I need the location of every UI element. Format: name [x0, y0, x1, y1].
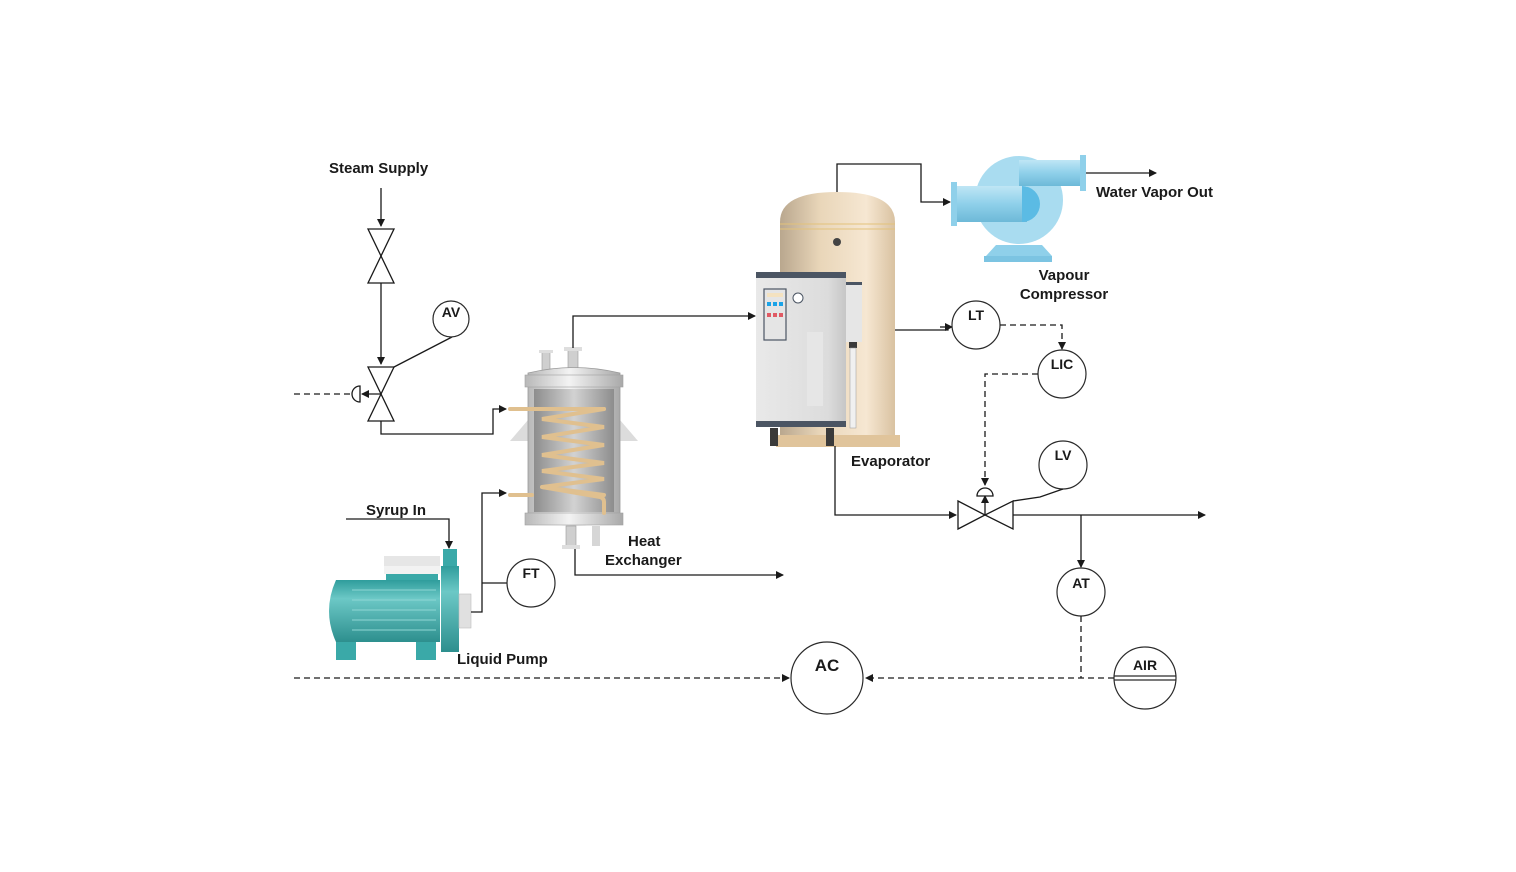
evaporator[interactable]	[756, 192, 900, 447]
instrument-air[interactable]: AIR	[1113, 646, 1177, 710]
liquid-pump-label: Liquid Pump	[457, 651, 548, 668]
heat-exchanger-outlet-pipe	[574, 549, 784, 579]
evaporator-to-compressor-pipe	[836, 163, 951, 206]
steam-isolation-valve[interactable]	[366, 228, 396, 284]
heating-coil-icon	[508, 407, 606, 515]
instrument-ft[interactable]: FT	[506, 558, 556, 608]
level-control-valve[interactable]	[957, 487, 1014, 531]
svg-text:AV: AV	[442, 304, 461, 320]
water-vapor-out-label: Water Vapor Out	[1096, 184, 1213, 201]
instrument-lv[interactable]: LV	[1038, 440, 1088, 490]
svg-text:FT: FT	[522, 565, 540, 581]
instrument-av[interactable]: AV	[432, 300, 470, 338]
level-gauge-icon	[849, 347, 857, 429]
syrup-in-pipe	[346, 518, 453, 549]
vapour-compressor-label-2: Compressor	[1020, 286, 1109, 303]
syrup-in-label: Syrup In	[366, 502, 426, 519]
valve-actuator-icon	[976, 487, 994, 497]
svg-text:LIC: LIC	[1051, 356, 1074, 372]
steam-control-valve[interactable]	[351, 366, 396, 422]
vapour-compressor[interactable]	[951, 155, 1086, 262]
heat-exchanger-to-evaporator-pipe	[572, 312, 756, 348]
heat-exchanger-label-1: Heat	[628, 533, 661, 550]
liquid-pump[interactable]	[329, 549, 472, 660]
steam-supply-label: Steam Supply	[329, 160, 429, 177]
svg-text:LV: LV	[1055, 447, 1073, 463]
heat-exchanger-label-2: Exchanger	[605, 552, 682, 569]
svg-text:AC: AC	[815, 656, 840, 675]
pressure-gauge-icon	[792, 292, 804, 304]
lt-to-lic-signal	[1000, 324, 1066, 350]
valve-actuator-icon	[351, 385, 361, 403]
instrument-lt[interactable]: LT	[951, 300, 1001, 350]
heat-exchanger[interactable]	[508, 347, 638, 549]
av-connector	[393, 336, 453, 368]
svg-text:AT: AT	[1072, 575, 1090, 591]
svg-text:LT: LT	[968, 307, 985, 323]
pump-to-heat-exchanger-pipe	[471, 489, 507, 613]
steam-to-heat-exchanger-pipe	[380, 405, 507, 435]
vapour-compressor-label-1: Vapour	[1039, 267, 1090, 284]
lv-connector	[1012, 488, 1064, 502]
evaporator-outlet-pipe	[834, 446, 957, 519]
sight-glass-icon	[833, 238, 841, 246]
instrument-ac[interactable]: AC	[790, 641, 864, 715]
lic-to-valve-signal	[981, 373, 1038, 486]
instrument-lic[interactable]: LIC	[1037, 349, 1087, 399]
instrument-at[interactable]: AT	[1056, 567, 1106, 617]
evaporator-label: Evaporator	[851, 453, 930, 470]
svg-text:AIR: AIR	[1133, 657, 1157, 673]
